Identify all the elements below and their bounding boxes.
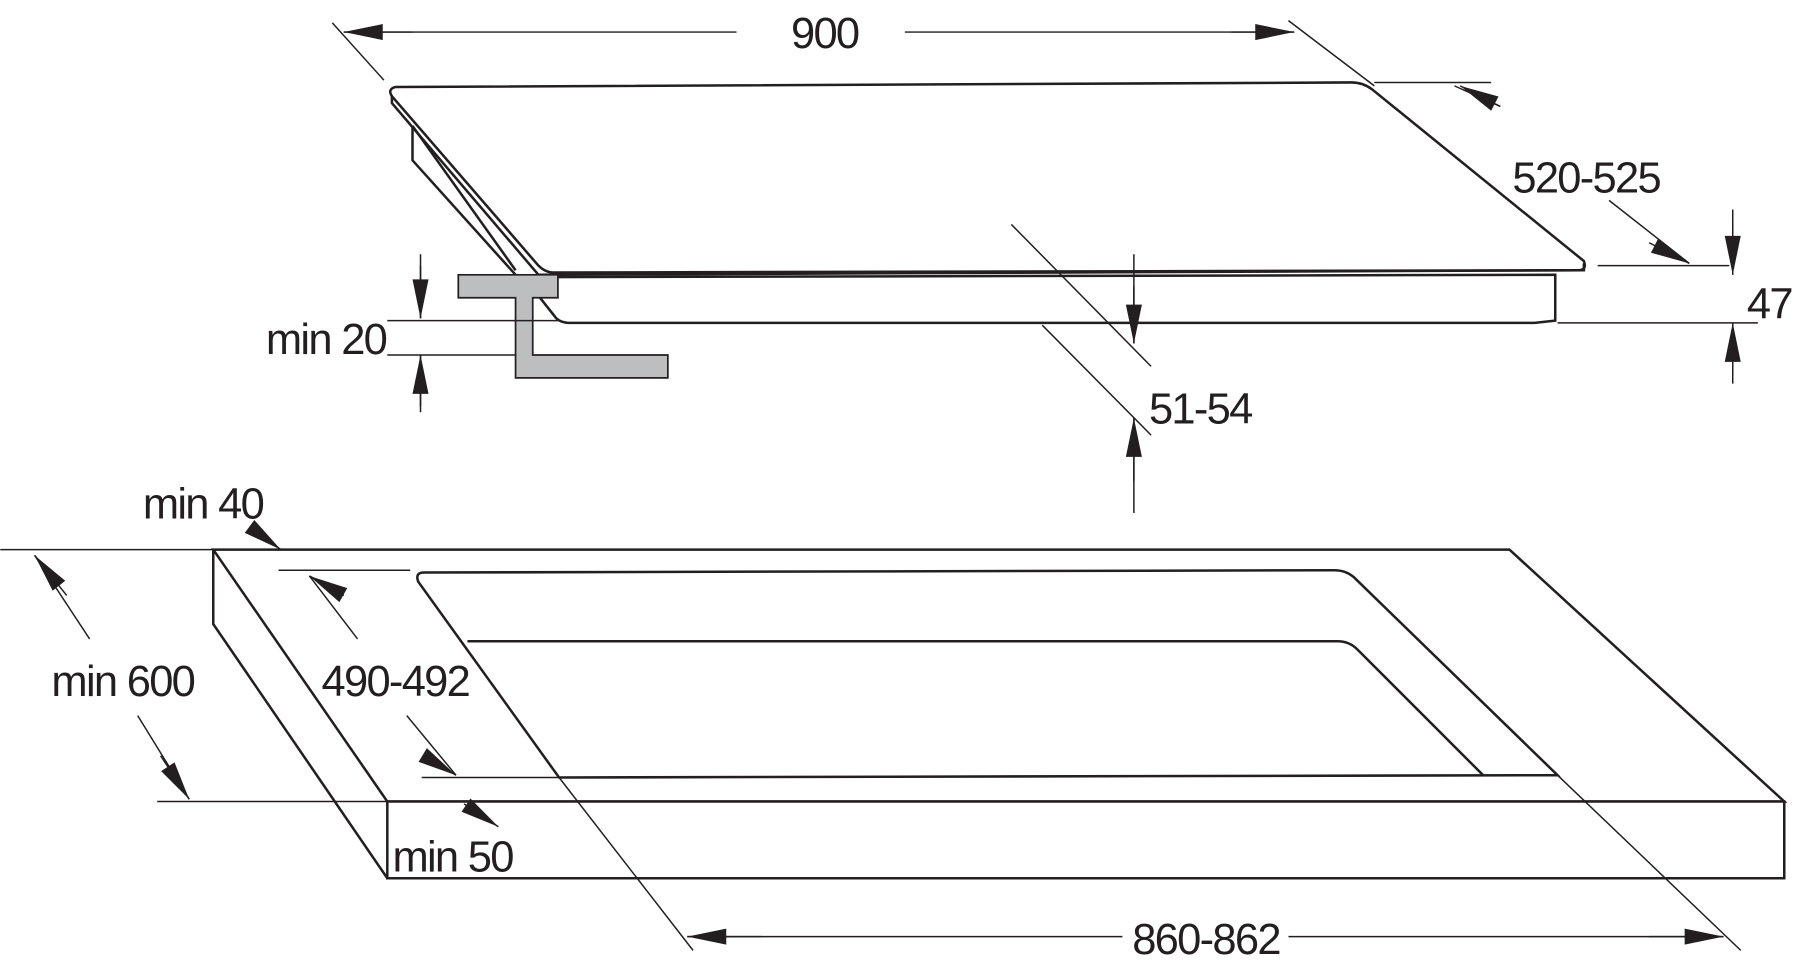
arrow-shaft	[249, 526, 282, 551]
arrow-shaft	[423, 755, 457, 776]
hob	[388, 81, 1587, 325]
label-cutout-depth: 490-492	[322, 658, 470, 706]
label-min-worktop-depth: min 600	[51, 658, 194, 706]
arrow-shaft	[1459, 85, 1501, 108]
arrowhead	[309, 575, 348, 603]
label-min-back-distance: min 40	[143, 481, 264, 529]
label-hob-depth: 520-525	[1512, 154, 1660, 202]
label-min-clearance-below: min 20	[266, 316, 387, 364]
label-under-glass-height: 51-54	[1149, 386, 1252, 434]
arrow-shaft	[34, 554, 68, 596]
label-cutout-width: 860-862	[1132, 916, 1280, 964]
label-hob-height: 47	[1747, 280, 1792, 328]
label-min-front-distance: min 50	[392, 833, 513, 881]
arrowhead	[161, 762, 190, 800]
arrow-shaft	[159, 755, 190, 800]
mounting-bracket	[457, 273, 669, 379]
arrow-shaft	[463, 803, 499, 828]
arrowhead	[461, 798, 499, 827]
dimension-arrows	[34, 24, 1741, 945]
arrowhead	[1460, 85, 1499, 111]
arrowhead	[1650, 238, 1690, 264]
arrow-shaft	[1648, 242, 1690, 265]
arrowhead	[418, 748, 457, 776]
arrow-shaft	[309, 575, 345, 597]
worktop	[210, 548, 1788, 880]
label-hob-width: 900	[791, 10, 859, 58]
